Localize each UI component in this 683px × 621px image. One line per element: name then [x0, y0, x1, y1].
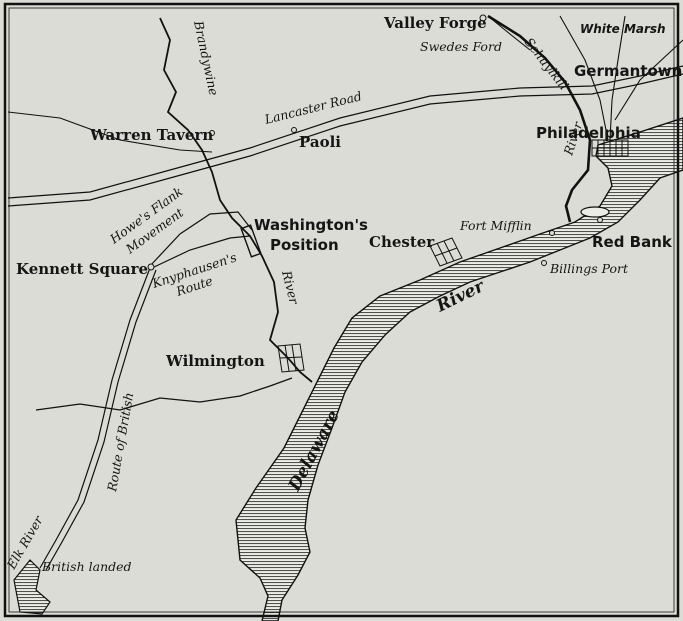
warren-tavern-marker — [209, 130, 215, 136]
wilmington-grid — [277, 343, 305, 373]
route-of-british-edge — [45, 269, 157, 571]
label-red-bank: Red Bank — [592, 233, 673, 251]
valley-forge-marker — [479, 14, 487, 22]
knyphausen-route — [151, 235, 251, 269]
map-border — [3, 2, 680, 618]
label-paoli: Paoli — [299, 133, 341, 151]
lancaster-road-edge — [7, 73, 683, 207]
brandywine-river — [159, 17, 313, 383]
lancaster-road — [7, 65, 683, 199]
label-chester: Chester — [369, 233, 435, 251]
label-warren-tavern: Warren Tavern — [89, 126, 213, 144]
label-white-marsh: White Marsh — [580, 22, 666, 36]
red-bank-island — [580, 206, 610, 218]
delaware-river-water — [235, 117, 683, 621]
road-north-east — [614, 39, 683, 121]
label-valley-forge: Valley Forge — [383, 14, 487, 32]
chester-grid — [429, 237, 463, 267]
schuylkill-river — [487, 14, 592, 223]
road-germantown — [559, 15, 609, 141]
label-wilmington: Wilmington — [165, 352, 265, 370]
philadelphia-grid — [591, 139, 629, 157]
kennett-square-marker — [147, 263, 155, 271]
label-billings-port: Billings Port — [549, 261, 629, 276]
road-valley-forge — [487, 15, 531, 51]
creek — [35, 377, 293, 411]
map-inner-border — [8, 7, 675, 613]
label-british-landed: British landed — [41, 559, 132, 574]
label-swedes-ford: Swedes Ford — [420, 39, 502, 54]
label-fort-mifflin: Fort Mifflin — [459, 218, 532, 233]
fort-mifflin-marker — [549, 230, 555, 236]
paoli-marker — [291, 127, 297, 133]
label-philadelphia: Philadelphia — [536, 124, 641, 142]
label-kennett-square: Kennett Square — [16, 260, 148, 278]
billings-port-marker — [541, 260, 547, 266]
label-germantown: Germantown — [574, 62, 682, 80]
howes-flank-route — [149, 211, 253, 267]
label-washingtons-position-2: Position — [270, 236, 339, 254]
road-white-marsh — [609, 15, 626, 141]
red-bank-marker — [597, 217, 603, 223]
route-of-british — [39, 267, 151, 569]
label-washingtons-position-1: Washington's — [254, 216, 368, 234]
washington-position-marker — [240, 224, 262, 258]
road-west — [7, 111, 213, 153]
